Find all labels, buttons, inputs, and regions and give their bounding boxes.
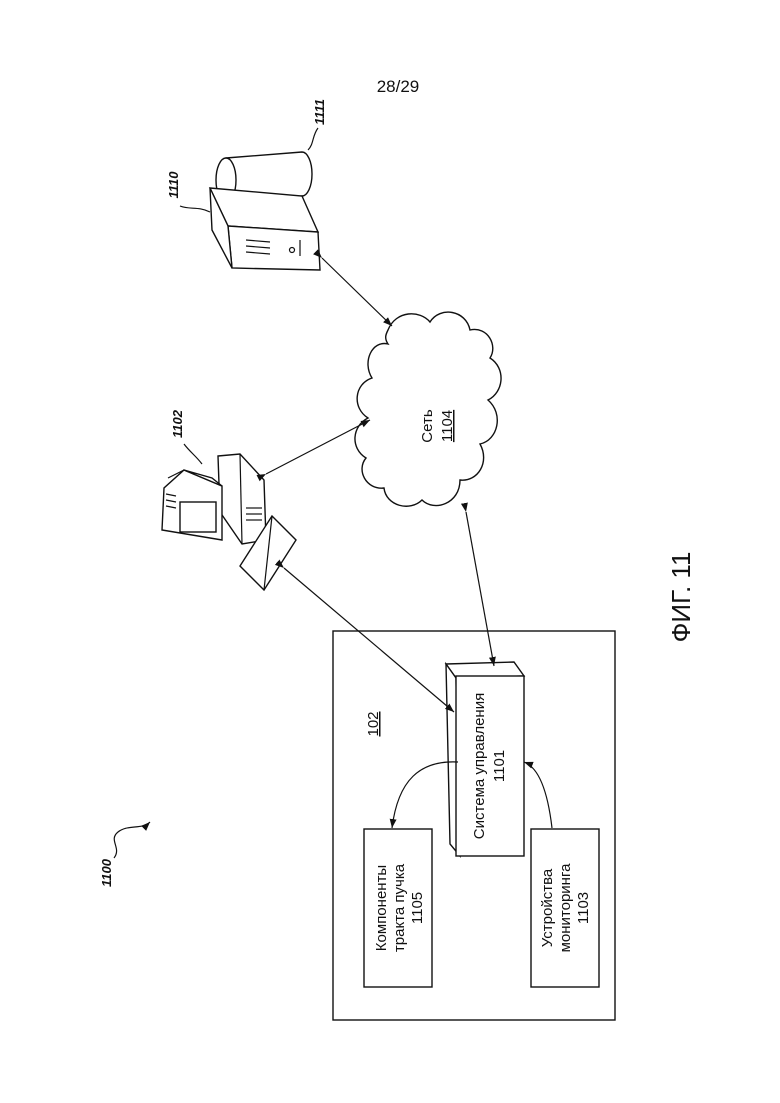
facility-number: 102	[365, 711, 382, 736]
terminal-ref: 1102	[170, 409, 185, 438]
server-ref-leader	[180, 206, 210, 212]
server-icon	[210, 188, 320, 270]
monitoring-line2: мониторинга	[557, 863, 574, 953]
server-network-link	[322, 258, 392, 326]
figure-caption: ФИГ. 11	[666, 552, 696, 643]
database-ref-leader	[308, 128, 318, 150]
terminal-ref-leader	[184, 444, 202, 464]
beam-path-line1: Компоненты	[373, 865, 390, 951]
network-cloud-icon	[355, 312, 501, 506]
page-number: 28/29	[377, 77, 420, 96]
network-number: 1104	[439, 410, 456, 442]
terminal-network-link	[266, 420, 370, 474]
computer-terminal-icon	[162, 454, 296, 590]
control-system-number: 1101	[491, 750, 508, 782]
database-ref: 1111	[312, 99, 327, 125]
beam-path-number: 1105	[409, 892, 426, 924]
monitoring-line1: Устройства	[539, 868, 556, 947]
beam-path-line2: тракта пучка	[391, 863, 408, 952]
system-ref-leader	[114, 822, 150, 858]
network-label: Сеть	[419, 409, 436, 443]
system-reference: 1100	[99, 822, 150, 887]
system-ref-label: 1100	[99, 858, 114, 887]
server-ref: 1110	[166, 171, 181, 199]
control-system-label: Система управления	[471, 693, 488, 839]
monitoring-number: 1103	[575, 892, 592, 924]
